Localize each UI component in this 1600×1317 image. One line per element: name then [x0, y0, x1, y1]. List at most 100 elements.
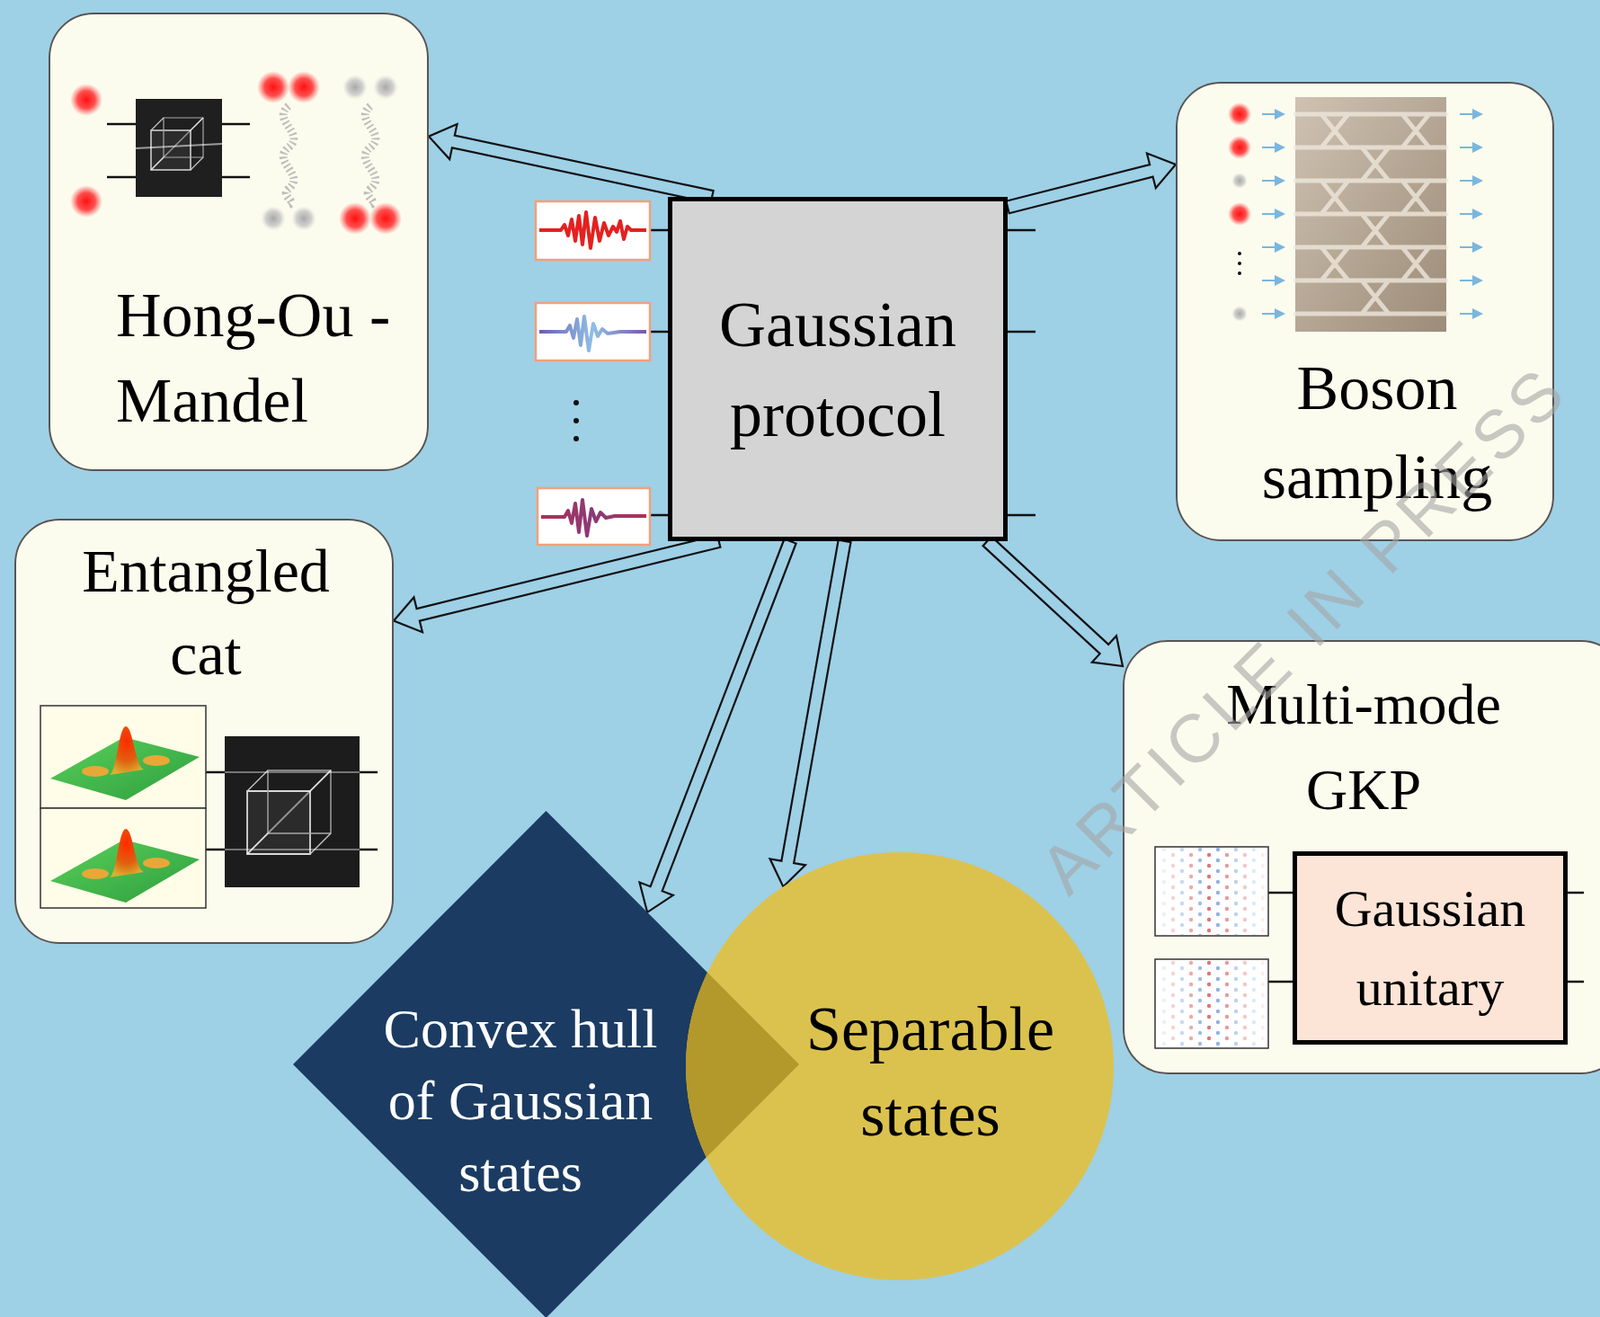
panel-ground	[48, 12, 429, 472]
input-wavepackets	[539, 316, 647, 351]
entangled-cat-illustration	[40, 705, 206, 809]
boson-sampling-illustration	[1459, 213, 1482, 215]
gkp-illustration	[1155, 847, 1268, 935]
boson-sampling-illustration	[1262, 246, 1284, 249]
block-arrow	[639, 538, 796, 912]
watermark: ARTICLE IN PRESS	[1023, 349, 1583, 908]
hom-illustration	[283, 106, 294, 205]
entangled-cat-illustration	[247, 770, 331, 854]
entangled-cat-illustration	[109, 828, 144, 878]
boson-sampling-illustration	[1295, 97, 1447, 332]
circle-shape	[685, 852, 1114, 1280]
entangled-cat-illustration	[142, 857, 170, 869]
boson-sampling-illustration	[1459, 113, 1482, 116]
boson-sampling-illustration	[1231, 172, 1248, 189]
application-panel: Multi-mode GKPGaussian unitary	[1122, 640, 1600, 1075]
gkp-illustration	[1155, 959, 1269, 1049]
entangled-cat-illustration	[109, 726, 144, 775]
entangled-cat-illustration	[224, 772, 360, 850]
hom-illustration	[364, 106, 376, 205]
diamond-shape	[293, 810, 800, 1317]
entangled-cat-illustration	[205, 848, 227, 852]
boson-sampling-illustration	[1262, 312, 1284, 315]
boson-sampling-illustration	[1227, 97, 1482, 332]
hom-illustration	[257, 71, 290, 104]
hom-illustration	[338, 202, 372, 235]
boson-sampling-illustration	[1231, 305, 1248, 322]
block-arrow	[393, 534, 720, 632]
hom-illustration	[287, 71, 320, 104]
boson-sampling-illustration	[1459, 146, 1482, 149]
application-panel: Entangled cat	[14, 518, 394, 944]
input-wavepackets	[1005, 514, 1036, 517]
gkp-illustration	[1155, 960, 1268, 1048]
entangled-cat-illustration	[81, 868, 109, 880]
entangled-cat-illustration	[205, 771, 227, 774]
hom-illustration	[369, 202, 402, 235]
gkp-illustration	[1155, 846, 1584, 1049]
block-arrow	[428, 124, 714, 204]
boson-sampling-illustration	[1262, 146, 1284, 149]
entangled-cat-illustration	[357, 771, 378, 774]
node-label: Gaussian unitary	[1304, 869, 1556, 1028]
boson-sampling-illustration	[1459, 179, 1482, 182]
input-wavepackets	[1005, 330, 1036, 334]
input-wavepackets	[573, 417, 579, 424]
overlap-region	[293, 810, 800, 1317]
node-label: Convex hull of Gaussian states	[367, 992, 674, 1209]
boson-sampling-illustration	[1459, 312, 1482, 315]
gkp-illustration	[1268, 980, 1295, 984]
block-arrow	[1005, 152, 1176, 214]
hom-illustration	[151, 117, 204, 170]
input-wavepackets	[535, 201, 650, 260]
input-wavepackets	[573, 435, 579, 442]
hom-illustration	[70, 83, 103, 116]
boson-sampling-illustration	[1459, 279, 1482, 282]
process-box: Gaussian protocol	[667, 196, 1008, 542]
hom-illustration	[135, 98, 223, 197]
input-wavepackets	[573, 400, 579, 406]
node-label: Separable states	[786, 986, 1075, 1157]
input-wavepackets	[541, 499, 647, 536]
gkp-illustration	[1268, 891, 1295, 895]
panel-ground	[1122, 640, 1600, 1075]
hom-illustration	[260, 205, 286, 232]
boson-sampling-illustration	[1262, 113, 1284, 116]
entangled-cat-illustration	[357, 848, 378, 852]
input-wavepackets	[537, 488, 650, 545]
boson-sampling-illustration	[1262, 179, 1284, 182]
boson-sampling-illustration	[1227, 202, 1252, 226]
hom-illustration	[70, 71, 402, 235]
boson-sampling-illustration	[1227, 135, 1252, 160]
application-panel: Boson sampling	[1175, 81, 1555, 542]
hom-illustration	[342, 74, 368, 100]
block-arrow	[770, 540, 852, 888]
panel-ground	[1175, 81, 1555, 542]
entangled-cat-illustration	[81, 765, 109, 777]
boson-sampling-illustration	[1262, 279, 1284, 282]
hom-illustration	[151, 117, 204, 170]
hom-illustration	[135, 143, 223, 149]
entangled-cat-illustration	[142, 755, 170, 766]
node-label: Boson sampling	[1210, 343, 1544, 522]
unitary-box: Gaussian unitary	[1292, 851, 1568, 1045]
boson-sampling-illustration	[1237, 251, 1242, 256]
boson-sampling-illustration	[1262, 213, 1284, 215]
input-wavepackets	[1005, 229, 1036, 232]
application-panel: Hong-Ou -Mandel	[48, 12, 429, 472]
node-label: Entangled cat	[71, 529, 341, 695]
panel-ground	[14, 518, 394, 944]
boson-sampling-illustration	[1237, 271, 1242, 276]
hom-illustration	[70, 185, 103, 218]
entangled-cat-illustration	[40, 808, 206, 908]
boson-sampling-illustration	[1295, 114, 1447, 314]
node-label: Hong-Ou -Mandel	[115, 272, 404, 444]
boson-sampling-illustration	[1227, 102, 1252, 126]
block-arrow	[983, 536, 1123, 667]
input-wavepackets	[649, 330, 670, 334]
hom-illustration	[373, 74, 399, 100]
entangled-cat-illustration	[224, 736, 360, 888]
entangled-cat-illustration	[247, 770, 331, 854]
gkp-illustration	[1155, 846, 1269, 936]
